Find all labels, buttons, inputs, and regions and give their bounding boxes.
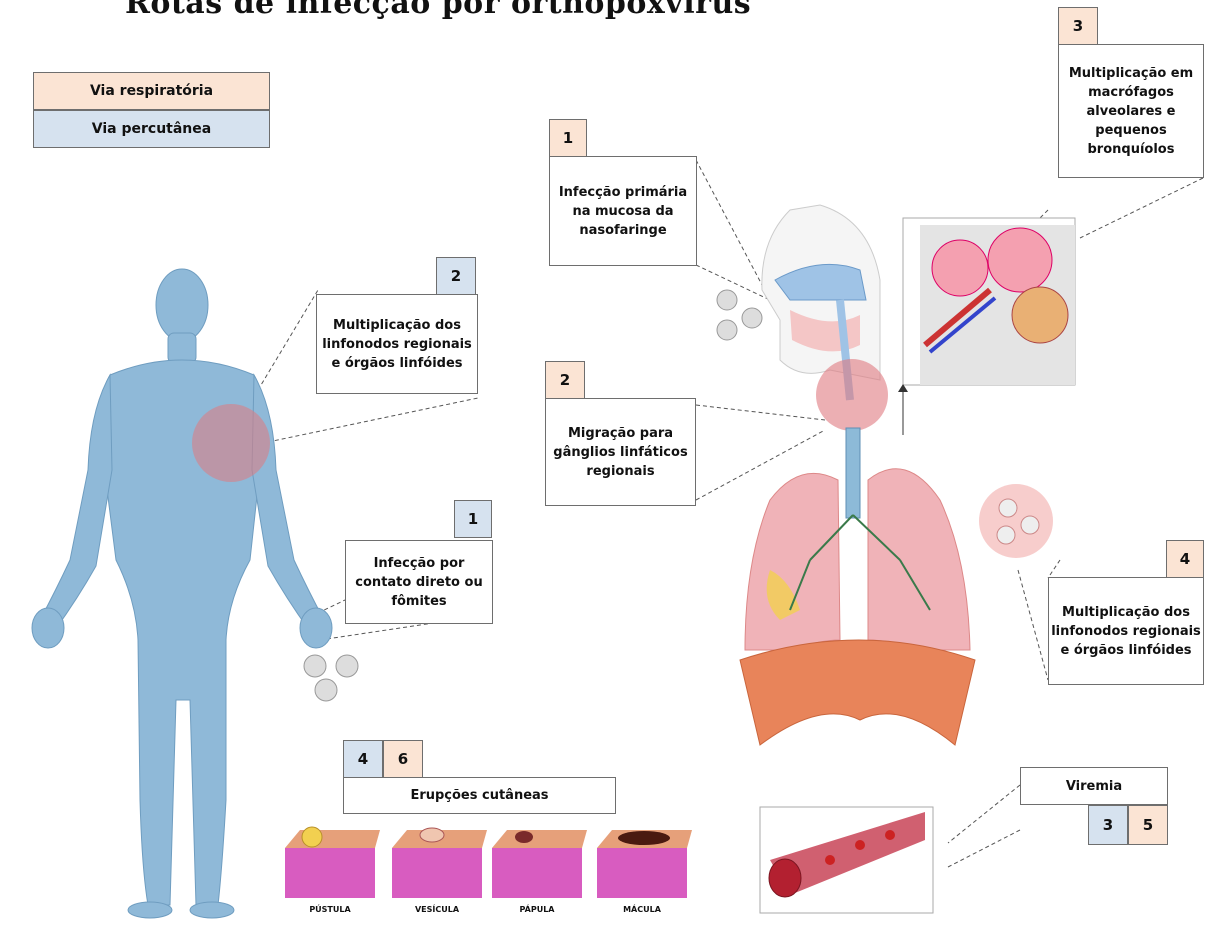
blood-vessel-panel bbox=[760, 807, 933, 913]
pustule-lesion bbox=[285, 827, 380, 898]
perc-step2-number: 2 bbox=[436, 257, 476, 295]
resp-step3-number: 3 bbox=[1058, 7, 1098, 45]
perc-step2-text: Multiplicação dos linfonodos regionais e… bbox=[316, 294, 478, 394]
eruptions-number-a: 4 bbox=[343, 740, 383, 778]
perc-step1-text: Infecção por contato direto ou fômites bbox=[345, 540, 493, 624]
resp-step2-text: Migração para gânglios linfáticos region… bbox=[545, 398, 696, 506]
virus-particles-nose bbox=[717, 290, 762, 340]
macule-lesion bbox=[597, 830, 692, 898]
stage-label-pustule: PÚSTULA bbox=[290, 905, 370, 914]
human-body bbox=[32, 269, 332, 918]
resp-step4-text: Multiplicação dos linfonodos regionais e… bbox=[1048, 577, 1204, 685]
vesicle-lesion bbox=[392, 828, 487, 898]
skin-lesions bbox=[285, 827, 692, 898]
neck-lymph-highlight bbox=[816, 359, 888, 431]
trachea bbox=[846, 428, 860, 518]
virus-particles-lung bbox=[979, 484, 1053, 558]
viremia-number-b: 5 bbox=[1128, 805, 1168, 845]
virus-particles-hand bbox=[304, 655, 358, 701]
stage-label-papule: PÁPULA bbox=[497, 905, 577, 914]
papule-lesion bbox=[492, 830, 587, 898]
perc-step1-number: 1 bbox=[454, 500, 492, 538]
alveoli-panel bbox=[903, 218, 1075, 385]
resp-step2-number: 2 bbox=[545, 361, 585, 399]
resp-step1-number: 1 bbox=[549, 119, 587, 157]
eruptions-number-b: 6 bbox=[383, 740, 423, 778]
viremia-number-a: 3 bbox=[1088, 805, 1128, 845]
resp-step1-text: Infecção primária na mucosa da nasofarin… bbox=[549, 156, 697, 266]
stage-label-vesicle: VESÍCULA bbox=[397, 905, 477, 914]
lymph-node-highlight bbox=[192, 404, 270, 482]
resp-step4-number: 4 bbox=[1166, 540, 1204, 578]
eruptions-text: Erupções cutâneas bbox=[343, 777, 616, 814]
viremia-text: Viremia bbox=[1020, 767, 1168, 805]
stage-label-macule: MÁCULA bbox=[602, 905, 682, 914]
resp-step3-text: Multiplicação em macrófagos alveolares e… bbox=[1058, 44, 1204, 178]
